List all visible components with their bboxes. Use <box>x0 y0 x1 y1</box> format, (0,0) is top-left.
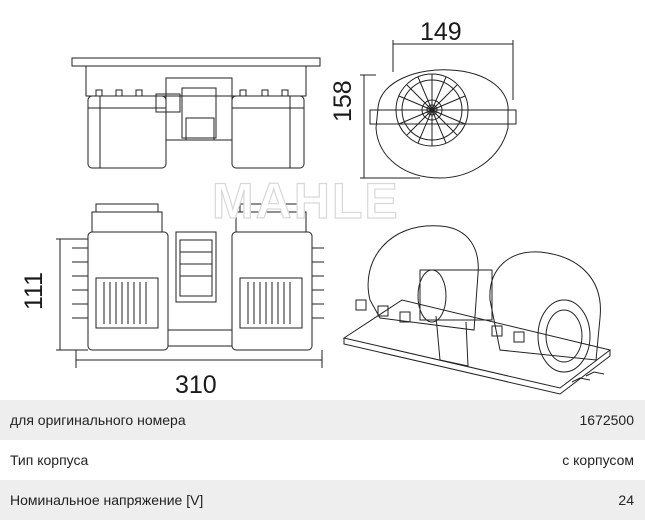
side-view <box>360 40 517 179</box>
spec-label: Номинальное напряжение [V] <box>10 492 204 508</box>
spec-row-housing-type: Тип корпуса с корпусом <box>0 440 645 480</box>
dimension-depth: 111 <box>20 271 48 310</box>
spec-value: 24 <box>618 492 634 508</box>
dimension-length: 310 <box>175 371 217 399</box>
spec-label: для оригинального номера <box>10 412 186 428</box>
spec-label: Тип корпуса <box>10 452 89 468</box>
dimension-height: 158 <box>329 80 357 122</box>
spec-value: с корпусом <box>562 452 634 468</box>
front-view <box>56 203 324 368</box>
mahle-watermark: MAHLE <box>211 173 400 229</box>
spec-table: для оригинального номера 1672500 Тип кор… <box>0 400 645 520</box>
spec-row-original-number: для оригинального номера 1672500 <box>0 400 645 440</box>
top-view <box>71 57 321 169</box>
spec-row-nominal-voltage: Номинальное напряжение [V] 24 <box>0 480 645 520</box>
technical-drawing: MAHLE 149 158 111 310 <box>20 18 612 399</box>
dimension-width: 149 <box>420 18 462 46</box>
blower-drawing-svg <box>56 40 612 395</box>
isometric-view <box>342 225 612 395</box>
spec-value: 1672500 <box>579 412 634 428</box>
